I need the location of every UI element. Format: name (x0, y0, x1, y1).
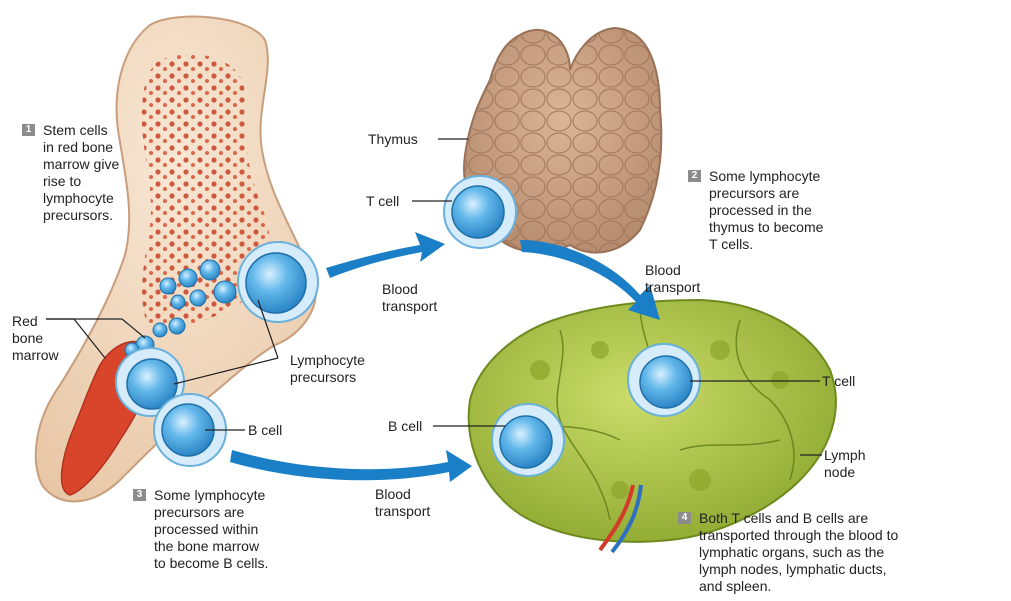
step-1-number: 1 (22, 124, 35, 136)
b-cell-node (492, 404, 564, 476)
step-1: 1 Stem cells in red bone marrow give ris… (22, 122, 119, 224)
step-2-text: Some lymphocyte precursors are processed… (709, 168, 823, 253)
step-2-number: 2 (688, 170, 701, 182)
step-3: 3 Some lymphocyte precursors are process… (133, 487, 268, 572)
label-lymphocyte-precursors: Lymphocyte precursors (290, 352, 365, 386)
label-lymph-node: Lymph node (824, 447, 866, 481)
step-4-text: Both T cells and B cells are transported… (699, 510, 898, 595)
label-b-cell-node: B cell (388, 418, 422, 435)
label-thymus: Thymus (368, 131, 418, 148)
step-4: 4 Both T cells and B cells are transport… (678, 510, 898, 595)
label-t-cell-node: T cell (822, 373, 855, 390)
label-blood-transport-1: Blood transport (382, 281, 437, 315)
step-1-text: Stem cells in red bone marrow give rise … (43, 122, 119, 224)
step-2: 2 Some lymphocyte precursors are process… (688, 168, 823, 253)
arrow-marrow-to-thymus (326, 232, 445, 278)
label-blood-transport-2: Blood transport (645, 262, 700, 296)
step-3-text: Some lymphocyte precursors are processed… (154, 487, 268, 572)
arrow-marrow-to-node (230, 450, 472, 482)
label-t-cell-thymus: T cell (366, 193, 399, 210)
t-cell-node (628, 344, 700, 416)
label-red-bone-marrow: Red bone marrow (12, 313, 59, 364)
lymphocyte-precursor-large (238, 242, 318, 322)
label-blood-transport-3: Blood transport (375, 486, 430, 520)
t-cell-thymus (444, 176, 516, 248)
label-b-cell-marrow: B cell (248, 422, 282, 439)
step-4-number: 4 (678, 512, 691, 524)
step-3-number: 3 (133, 489, 146, 501)
